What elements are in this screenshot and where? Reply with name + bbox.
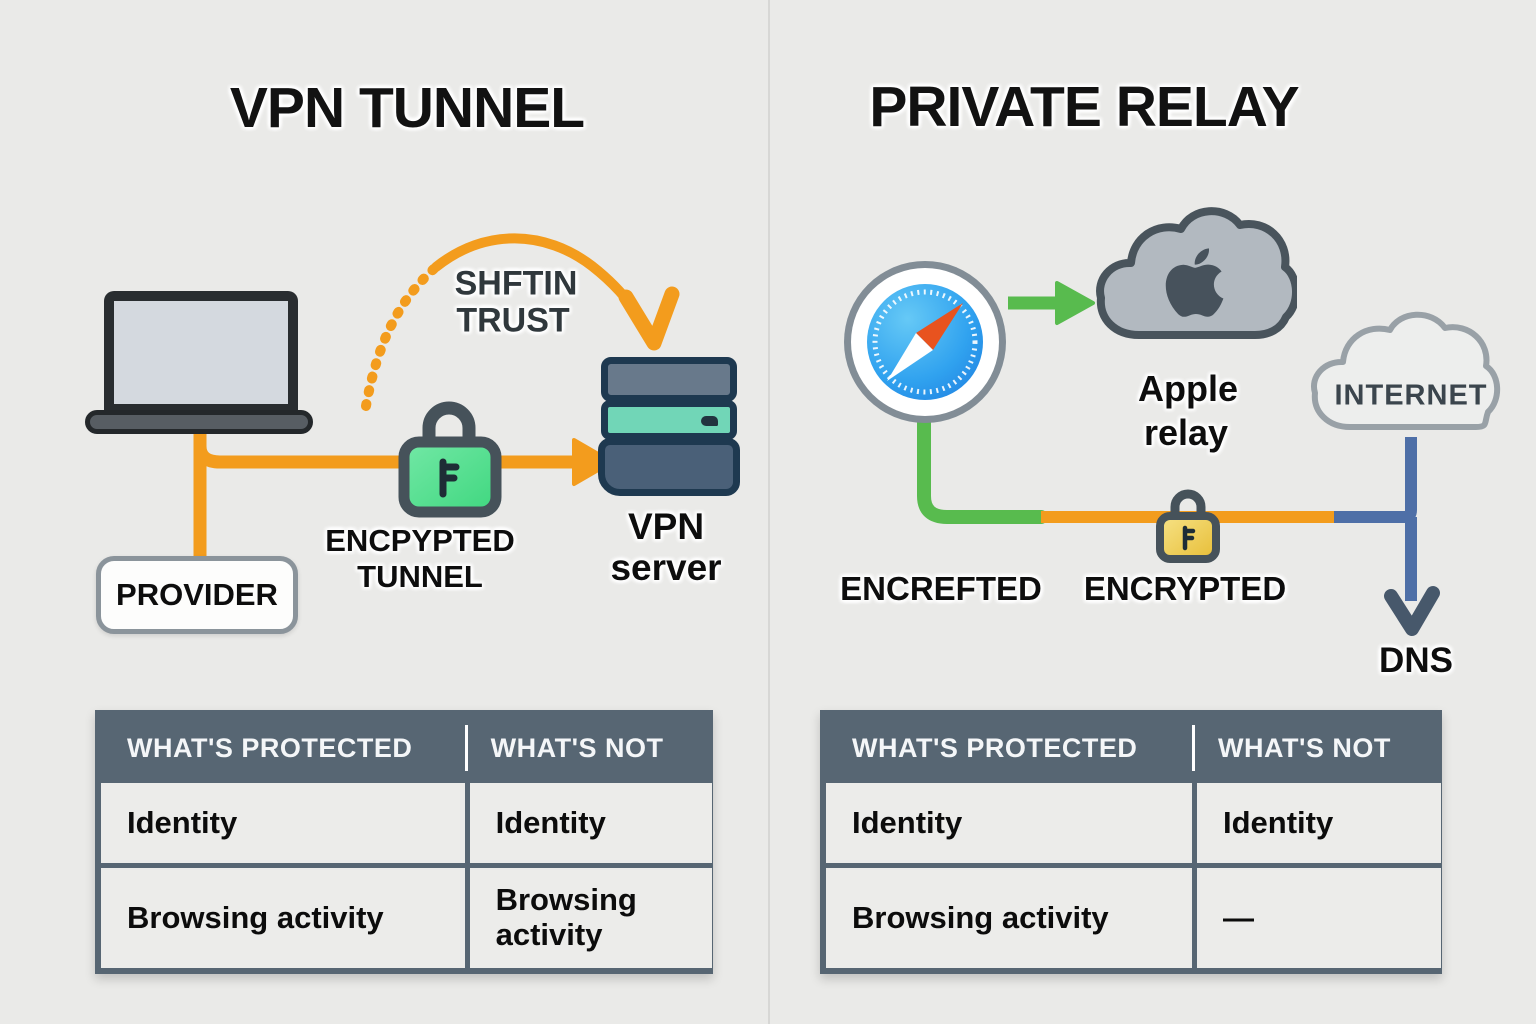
tunnel-arrowhead [572, 438, 614, 486]
relay-blue-line [1334, 437, 1417, 523]
relay-green-line [917, 414, 1048, 524]
center-divider [768, 0, 770, 1024]
shifting-trust-arrowhead [618, 286, 680, 351]
dns-arrowhead [1384, 586, 1440, 636]
safari-to-apple-arrowhead [1055, 281, 1095, 325]
tunnel-line [193, 438, 399, 469]
shifting-trust-arc [431, 233, 648, 328]
shifting-trust-arc-dotted [361, 262, 441, 411]
